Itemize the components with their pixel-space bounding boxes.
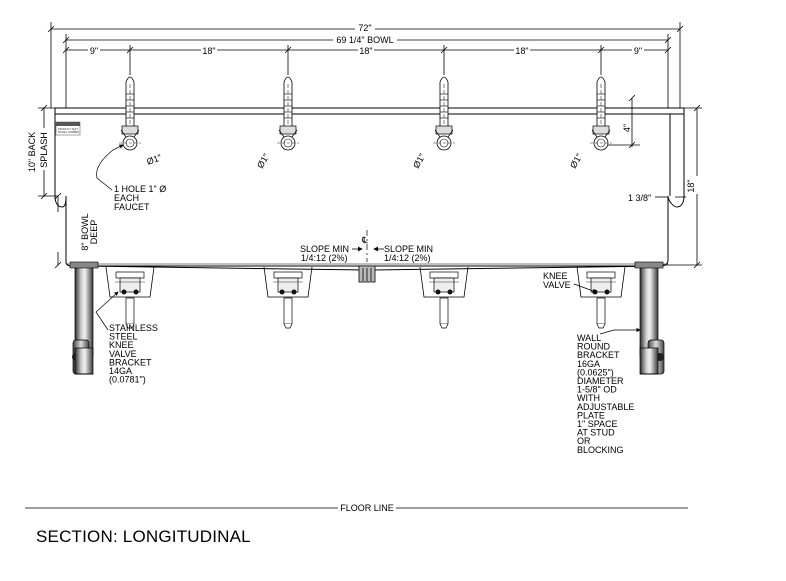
drain (358, 265, 376, 283)
back-splash-label: SPLASH (39, 132, 49, 168)
hole-dia-4: Ø1" (568, 152, 584, 170)
knee-valve-line-2: VALVE (543, 280, 571, 290)
wall-note-line-12: AT STUD (577, 428, 615, 438)
dim-height: 18" (686, 179, 696, 192)
faucet-2 (277, 76, 299, 151)
wall-note-line-11: 1" SPACE (577, 419, 618, 429)
wall-note-line-14: BLOCKING (577, 445, 624, 455)
knee-valve-3 (419, 266, 469, 329)
svg-text:℄: ℄ (361, 235, 368, 245)
bowl-deep-label-a: 8" BOWL (80, 213, 90, 250)
knee-valve-line-1: KNEE (543, 271, 568, 281)
hole-note: 1 HOLE 1" Ø EACH FAUCET (96, 144, 166, 212)
knee-valve-2 (263, 266, 313, 329)
bowl-deep-label-b: DEEP (89, 220, 99, 245)
wall-bracket-right (634, 261, 665, 375)
wall-note-line-5: (0.0625") (577, 367, 614, 377)
hole-note-line-1: 1 HOLE 1" Ø (114, 184, 166, 194)
bracket-note-line-2: STEEL (109, 332, 138, 342)
wall-bracket-left (69, 261, 99, 375)
drawing-title: SECTION: LONGITUDINAL (36, 527, 251, 546)
wall-note-line-7: 1-5/8" OD (577, 385, 617, 395)
wall-note-line-13: OR (577, 436, 591, 446)
svg-text:MODEL NUMBER: MODEL NUMBER (58, 130, 79, 134)
bracket-note-line-1: STAINLESS (109, 323, 158, 333)
dim-hole-offset: 4" (622, 124, 632, 132)
faucet-4 (590, 76, 612, 151)
knee-valve-note: KNEE VALVE (543, 271, 597, 293)
dim-spacing-2: 18" (359, 46, 372, 56)
dim-end-right: 9" (634, 46, 642, 56)
knee-valve-brackets (105, 266, 626, 329)
wall-bracket-note: WALLROUNDBRACKET16GA(0.0625")DIAMETER1-5… (577, 327, 641, 455)
back-splash-label-1: 10" BACK (27, 132, 37, 172)
slope-left-value: 1/4:12 (2%) (301, 253, 348, 263)
dim-overall-label: 72" (358, 23, 371, 33)
dim-rim-offset: 1 3/8" (628, 193, 651, 203)
dim-spacing-3: 18" (515, 46, 528, 56)
dim-end-left: 9" (90, 46, 98, 56)
slope-right-title: SLOPE MIN (384, 244, 433, 254)
slope-right-value: 1/4:12 (2%) (384, 253, 431, 263)
dim-spacing-1: 18" (202, 46, 215, 56)
wall-note-line-10: PLATE (577, 410, 605, 420)
wall-note-line-4: 16GA (577, 359, 600, 369)
hole-note-line-3: FAUCET (114, 202, 150, 212)
dim-bowl-label: 69 1/4" BOWL (336, 35, 393, 45)
bracket-note-line-3: KNEE (109, 340, 134, 350)
wall-note-line-9: ADJUSTABLE (577, 402, 634, 412)
bracket-note-line-4: VALVE (109, 349, 137, 359)
hole-dia-3: Ø1" (411, 152, 427, 170)
label-plate: PRODUCT TEXT MODEL NUMBER (55, 121, 81, 136)
center-line: ℄ (361, 230, 368, 262)
faucet-group (119, 76, 612, 151)
wall-note-line-2: ROUND (577, 342, 610, 352)
hole-dia-1: Ø1" (145, 152, 163, 167)
wall-note-line-1: WALL (577, 333, 601, 343)
wall-note-line-6: DIAMETER (577, 376, 624, 386)
wall-note-line-8: WITH (577, 393, 600, 403)
svg-text:PRODUCT TEXT: PRODUCT TEXT (58, 127, 78, 131)
hole-note-line-2: EACH (114, 193, 139, 203)
floor-line: FLOOR LINE (25, 503, 688, 513)
knee-valve-1 (105, 266, 155, 329)
hole-dia-2: Ø1" (255, 152, 271, 170)
slope-left-title: SLOPE MIN (300, 244, 349, 254)
bracket-note-line-7: (0.0781") (109, 375, 146, 385)
knee-valve-4 (576, 266, 626, 329)
floor-line-label: FLOOR LINE (340, 503, 394, 513)
faucet-3 (433, 76, 455, 151)
faucet-1 (119, 76, 141, 151)
stainless-bracket-note: STAINLESSSTEELKNEEVALVEBRACKET14GA(0.078… (95, 291, 158, 385)
bracket-note-line-5: BRACKET (109, 357, 152, 367)
bracket-note-line-6: 14GA (109, 366, 132, 376)
wall-note-line-3: BRACKET (577, 350, 620, 360)
